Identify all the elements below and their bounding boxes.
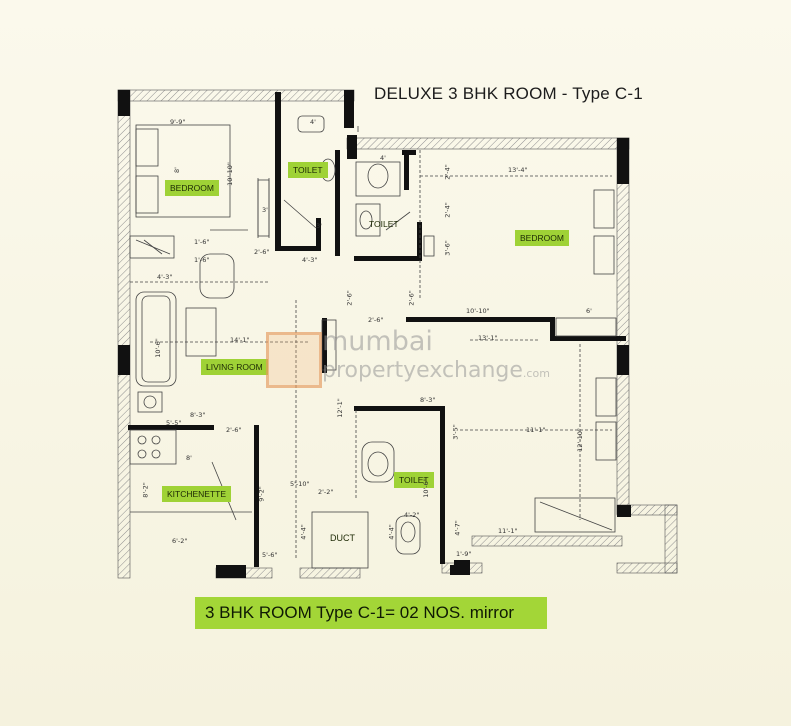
dimension-label: 8'	[186, 454, 192, 462]
dimension-label: 8'-3"	[190, 411, 206, 419]
plan-title: DELUXE 3 BHK ROOM - Type C-1	[374, 84, 643, 103]
room-label-bedroom: BEDROOM	[165, 180, 219, 196]
plan-caption: 3 BHK ROOM Type C-1= 02 NOS. mirror	[195, 597, 547, 629]
dimension-label: 9'-2"	[257, 486, 266, 502]
dimension-label: 10'-6"	[421, 478, 430, 498]
dimension-label: 4'-4"	[387, 524, 396, 540]
dimension-label: 2'-2"	[318, 488, 334, 496]
dimension-label: 4'-3"	[302, 256, 318, 264]
dimension-label: 2'-6"	[226, 426, 242, 434]
plan-lines	[129, 115, 617, 569]
dimension-label: 10'-6"	[153, 338, 162, 358]
dimension-label: 2'-6"	[368, 316, 384, 324]
dimension-label: 13'-4"	[508, 166, 528, 174]
dimension-label: 3'-5"	[451, 424, 460, 440]
dimension-label: 6'-2"	[172, 537, 188, 545]
inner-walls	[118, 90, 631, 578]
dimension-label: 6'	[586, 307, 592, 315]
dimension-label: 13'-1"	[478, 334, 498, 342]
dimension-label: 4'-7"	[453, 520, 462, 536]
dimension-label: 3'	[316, 222, 322, 230]
dimension-label: 8'-2"	[141, 482, 150, 498]
dimension-label: 5'-10"	[290, 480, 310, 488]
dimension-label: 12'-1"	[335, 398, 344, 418]
dimension-label: 3'-6"	[443, 240, 452, 256]
dimension-label: 2'-4"	[443, 202, 452, 218]
dimension-label: 5'-5"	[166, 419, 182, 427]
room-label-kitchenette: KITCHENETTE	[162, 486, 232, 502]
dimension-label: 4'	[380, 154, 386, 162]
room-label-duct: DUCT	[330, 533, 355, 543]
room-label-toilet: TOILET	[394, 472, 434, 488]
dimension-label: 8'-3"	[420, 396, 436, 404]
dimension-label: 9'-9"	[170, 118, 186, 126]
dimension-label: 10'-10"	[225, 162, 234, 186]
outer-walls	[117, 89, 678, 579]
room-label-toilet: TOILET	[369, 219, 399, 229]
room-label-living-room: LIVING ROOM	[201, 359, 268, 375]
dimension-label: 5'-6"	[262, 551, 278, 559]
dimension-label: 1'-6"	[194, 238, 210, 246]
dimension-label: 4'	[310, 118, 316, 126]
dimension-label: 2'-6"	[345, 290, 354, 306]
dimension-label: 11'-1"	[526, 426, 546, 434]
dimension-label: 4'-4"	[299, 524, 308, 540]
dimension-label: 10'-10"	[466, 307, 490, 315]
dimension-label: 2'-6"	[407, 290, 416, 306]
dimension-label: 2'-4"	[443, 164, 452, 180]
dimension-label: 8'	[172, 167, 181, 173]
dimension-label: 4'-3"	[157, 273, 173, 281]
dimension-label: 11'-1"	[498, 527, 518, 535]
dimension-label: 3'	[262, 206, 268, 214]
dimension-label: 14'-1"	[230, 336, 250, 344]
dimension-label: 4'-2"	[404, 511, 420, 519]
dimension-label: 1'-6"	[194, 256, 210, 264]
dimension-label: 2'-6"	[254, 248, 270, 256]
dimension-label: 12'-10"	[575, 428, 584, 452]
room-label-bedroom: BEDROOM	[515, 230, 569, 246]
room-label-toilet: TOILET	[288, 162, 328, 178]
dimension-label: 1'-9"	[456, 550, 472, 558]
